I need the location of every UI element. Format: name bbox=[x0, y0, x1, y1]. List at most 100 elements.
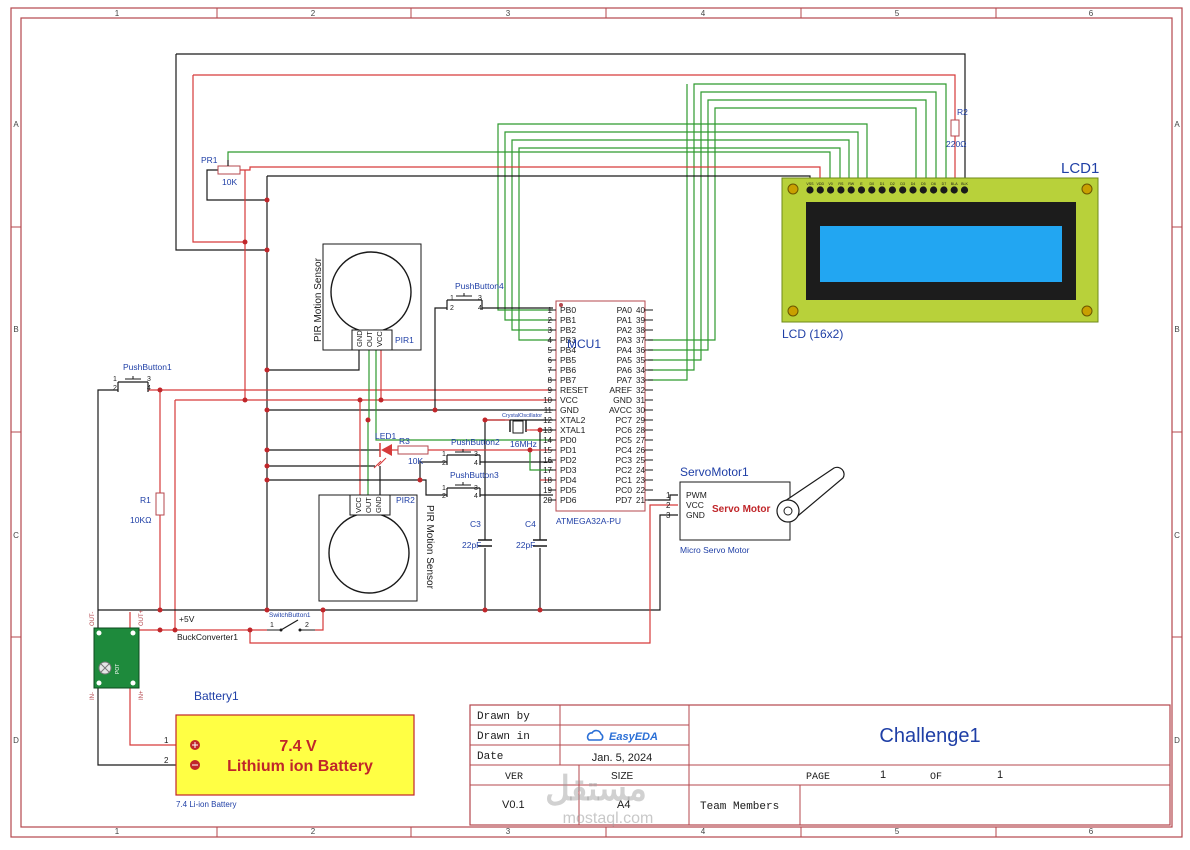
pb1-pin: 4 bbox=[147, 385, 151, 392]
crystal-oscillator: CrystalOscillator 16MHz bbox=[502, 413, 542, 449]
mcu-pin-name: PC7 bbox=[615, 415, 632, 425]
switch-button[interactable]: SwitchButton1 1 2 bbox=[267, 612, 315, 632]
lcd-pin-label: RS bbox=[838, 182, 844, 186]
capacitor-c4: C4 22pF bbox=[516, 519, 547, 550]
mcu-pin-number: 7 bbox=[548, 366, 553, 375]
mcu-pin-number: 26 bbox=[636, 446, 645, 455]
pb1-ref: PushButton1 bbox=[123, 362, 172, 372]
tb-size-value: A4 bbox=[617, 799, 630, 811]
pir2-pin: VCC bbox=[354, 497, 363, 513]
lcd-pin-label: D2 bbox=[890, 182, 895, 186]
pushbutton3[interactable]: PushButton3 1 2 3 4 bbox=[442, 470, 499, 500]
lcd-pin bbox=[857, 186, 866, 194]
lcd-pin-label: VDD bbox=[817, 182, 825, 186]
lcd-pin bbox=[940, 186, 948, 194]
mcu-pin-number: 2 bbox=[548, 316, 553, 325]
mcu-pin-number: 1 bbox=[548, 306, 553, 315]
buck-pot-label: POT bbox=[115, 664, 121, 674]
buck-pin: OUT- bbox=[90, 612, 96, 626]
mcu-pin-number: 8 bbox=[548, 376, 553, 385]
pir1-pin: VCC bbox=[375, 331, 384, 347]
col-label: 3 bbox=[506, 9, 511, 18]
pb2-pin: 2 bbox=[442, 460, 446, 467]
pir2-pin: GND bbox=[374, 496, 383, 513]
servo-motor[interactable]: ServoMotor1 Servo Motor Micro Servo Moto… bbox=[666, 465, 845, 555]
pir2-title: PIR Motion Sensor bbox=[424, 505, 435, 590]
lcd-ref: LCD1 bbox=[1061, 160, 1099, 177]
mcu-pin-name: PD2 bbox=[560, 455, 577, 465]
pb1-pin: 2 bbox=[113, 385, 117, 392]
lcd-pin bbox=[868, 186, 876, 194]
pushbutton1[interactable]: PushButton1 1 2 3 4 bbox=[113, 362, 172, 392]
resistor-r2: R2 220Ω bbox=[946, 107, 968, 149]
mcu-pin-number: 38 bbox=[636, 326, 645, 335]
servo-pin-name: VCC bbox=[686, 500, 704, 510]
mcu-pin-number: 29 bbox=[636, 416, 645, 425]
tb-page-value: 1 bbox=[880, 769, 886, 781]
col-label: 5 bbox=[895, 9, 900, 18]
lcd-pin bbox=[827, 186, 835, 194]
pr1-value: 10K bbox=[222, 177, 237, 187]
mcu-pin-name: GND bbox=[560, 405, 579, 415]
col-label: 2 bbox=[311, 827, 316, 836]
c4-value: 22pF bbox=[516, 540, 535, 550]
pushbutton4[interactable]: PushButton4 1 2 3 4 bbox=[446, 281, 504, 312]
mcu-pin-number: 28 bbox=[636, 426, 645, 435]
pb2-pin: 1 bbox=[442, 451, 446, 458]
mcu-pin-name: PB4 bbox=[560, 345, 576, 355]
pir2-pin: OUT bbox=[364, 497, 373, 513]
lcd-pin bbox=[919, 186, 927, 194]
col-label: 1 bbox=[115, 827, 120, 836]
pir2-sensor[interactable]: PIR Motion Sensor VCC OUT GND PIR2 bbox=[318, 494, 435, 602]
lcd-pin-label: V0 bbox=[828, 182, 832, 186]
servo-ref: ServoMotor1 bbox=[680, 465, 749, 479]
pushbutton2[interactable]: PushButton2 1 2 3 4 bbox=[442, 437, 500, 467]
battery-desc: 7.4 Li-ion Battery bbox=[176, 800, 236, 809]
pb4-ref: PushButton4 bbox=[455, 281, 504, 291]
mcu-pin-name: AVCC bbox=[609, 405, 632, 415]
lcd-pin-label: BLK bbox=[961, 182, 968, 186]
pir1-sensor[interactable]: PIR Motion Sensor GND OUT VCC PIR1 bbox=[313, 243, 422, 351]
lcd-pin bbox=[837, 186, 845, 194]
mcu-pin-number: 35 bbox=[636, 356, 645, 365]
mcu-pin-number: 12 bbox=[543, 416, 552, 425]
lcd-pin bbox=[816, 186, 824, 194]
tb-size-label: SIZE bbox=[611, 771, 634, 782]
mcu-pin-name: VCC bbox=[560, 395, 578, 405]
crystal-value: 16MHz bbox=[510, 439, 537, 449]
buck-net: +5V bbox=[179, 614, 195, 624]
tb-drawn-in-label: Drawn in bbox=[477, 731, 530, 743]
capacitor-c3: C3 22pF bbox=[462, 519, 492, 550]
col-label: 5 bbox=[895, 827, 900, 836]
mcu-pin-number: 32 bbox=[636, 386, 645, 395]
easyeda-cloud-icon bbox=[586, 729, 604, 741]
row-label: B bbox=[1174, 325, 1179, 334]
pir1-title: PIR Motion Sensor bbox=[313, 257, 324, 342]
mcu-pin-name: PB6 bbox=[560, 365, 576, 375]
battery-ref: Battery1 bbox=[194, 689, 239, 703]
mcu-pin-name: PC4 bbox=[615, 445, 632, 455]
c4-ref: C4 bbox=[525, 519, 536, 529]
junctions bbox=[157, 197, 543, 633]
sheet-frame: 1 2 3 4 5 6 1 2 3 4 5 6 A B C D A B C D bbox=[10, 7, 1183, 838]
mcu-pin-name: GND bbox=[613, 395, 632, 405]
buck-pin: OUT+ bbox=[139, 609, 145, 626]
pb3-pin: 2 bbox=[442, 493, 446, 500]
servo-pin-num: 3 bbox=[666, 511, 671, 520]
mcu-pin-number: 24 bbox=[636, 466, 645, 475]
lcd-pin bbox=[930, 186, 938, 194]
pb3-pin: 3 bbox=[474, 485, 478, 492]
pb3-pin: 4 bbox=[474, 493, 478, 500]
pb4-pin: 3 bbox=[478, 295, 482, 302]
mcu-pin-name: PD1 bbox=[560, 445, 577, 455]
r3-ref: R3 bbox=[399, 436, 410, 446]
lcd-pin bbox=[806, 186, 814, 194]
mcu-pin-name: RESET bbox=[560, 385, 588, 395]
mcu-ref: MCU1 bbox=[567, 337, 601, 351]
potentiometer-pr1[interactable]: PR1 10K bbox=[201, 155, 241, 187]
pb4-pin: 2 bbox=[450, 305, 454, 312]
pb1-pin: 3 bbox=[147, 376, 151, 383]
